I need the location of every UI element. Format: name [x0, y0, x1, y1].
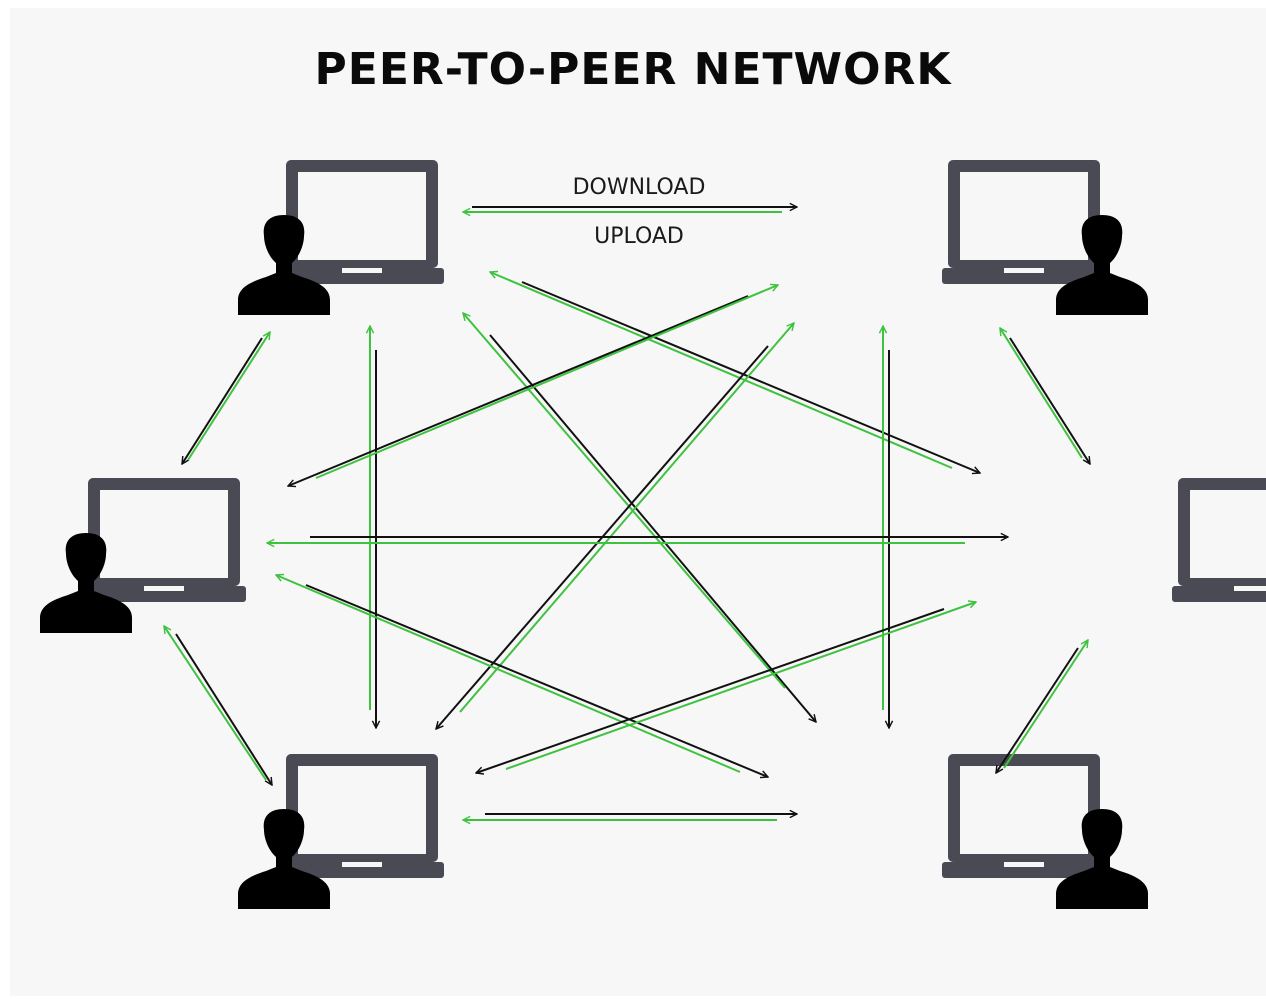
peer-top-right	[942, 160, 1148, 315]
diagram-title: PEER-TO-PEER NETWORK	[314, 44, 952, 95]
link-top-left-middle-right	[490, 272, 980, 473]
download-arrow	[489, 334, 816, 722]
link-middle-right-bottom-left	[476, 602, 976, 773]
link-top-left-top-right	[463, 207, 797, 212]
peer-bottom-right	[942, 754, 1148, 909]
upload-arrow	[164, 626, 267, 781]
link-top-right-bottom-right	[883, 326, 889, 728]
link-top-right-middle-right	[1000, 328, 1090, 464]
peer-top-left	[238, 160, 444, 315]
upload-arrow	[315, 285, 778, 479]
upload-arrow	[1000, 328, 1083, 459]
download-arrow	[521, 281, 980, 473]
peer-middle-left	[40, 478, 246, 633]
download-label: DOWNLOAD	[573, 175, 706, 200]
link-bottom-left-bottom-right	[463, 814, 797, 820]
download-arrow	[175, 633, 272, 785]
upload-arrow	[187, 332, 270, 461]
peer-bottom-left	[238, 754, 444, 909]
link-top-left-bottom-right	[463, 313, 816, 722]
upload-arrow	[459, 323, 794, 713]
download-arrow	[996, 647, 1079, 773]
download-arrow	[288, 295, 749, 486]
link-top-right-middle-left	[288, 285, 778, 486]
link-middle-left-bottom-right	[276, 575, 768, 777]
upload-arrow	[505, 602, 976, 770]
link-middle-right-bottom-right	[996, 640, 1088, 773]
link-top-left-bottom-left	[370, 326, 376, 728]
link-middle-left-middle-right	[267, 537, 1008, 543]
upload-arrow	[276, 575, 741, 773]
peer-middle-right	[1172, 478, 1266, 633]
download-arrow	[305, 584, 768, 777]
download-arrow	[182, 337, 263, 464]
download-arrow	[476, 608, 945, 773]
upload-arrow	[463, 313, 786, 689]
upload-label: UPLOAD	[594, 224, 684, 249]
link-top-right-bottom-left	[436, 323, 794, 729]
upload-arrow	[1003, 640, 1088, 769]
upload-arrow	[490, 272, 953, 469]
link-middle-left-bottom-left	[164, 626, 272, 785]
link-top-left-middle-left	[182, 332, 270, 464]
download-arrow	[1009, 337, 1090, 464]
